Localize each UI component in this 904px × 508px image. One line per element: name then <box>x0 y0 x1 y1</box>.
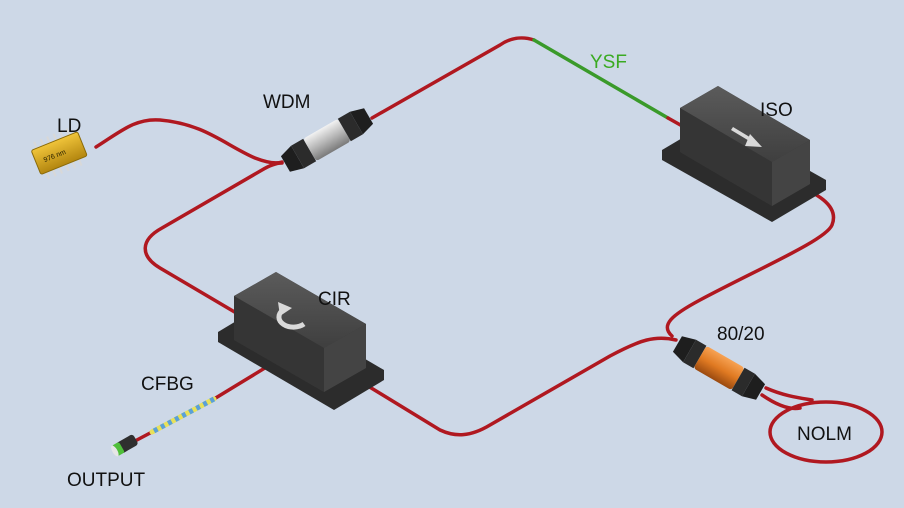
ld-label: LD <box>57 116 81 137</box>
ld-chip: 976 nm <box>31 128 88 180</box>
cir-label: CIR <box>318 289 351 310</box>
circular-arrow-icon <box>276 302 306 330</box>
iso-label: ISO <box>760 100 793 121</box>
fibers <box>94 36 884 464</box>
wdm-label: WDM <box>263 92 310 113</box>
nolm-label: NOLM <box>797 424 852 445</box>
wdm-coupler <box>280 108 374 172</box>
cfbg-label: CFBG <box>141 374 194 395</box>
fiber-coupler-to-cir <box>343 336 678 437</box>
fiber-wdm-to-top <box>370 36 536 120</box>
output-connector <box>111 434 138 457</box>
right-arrow-icon <box>731 127 762 147</box>
output-label: OUTPUT <box>67 470 146 491</box>
isolator <box>662 86 826 222</box>
cfbg-grating <box>149 396 217 435</box>
fiber-cfbg-to-output <box>133 430 154 443</box>
fiber-cir-to-wdm <box>143 161 284 316</box>
ysf-label: YSF <box>590 52 627 73</box>
coupler-80-20 <box>672 336 766 400</box>
fiber-ysf <box>532 38 670 120</box>
nolm-loop <box>768 400 884 464</box>
fiber-ld-to-wdm <box>94 118 284 165</box>
coupler-label: 80/20 <box>717 324 765 345</box>
circulator <box>218 272 384 410</box>
fiber-coupler-to-nolm <box>760 393 802 411</box>
fiber-iso-to-coupler <box>665 181 836 338</box>
fiber-coupler-to-nolm-2 <box>764 386 814 402</box>
